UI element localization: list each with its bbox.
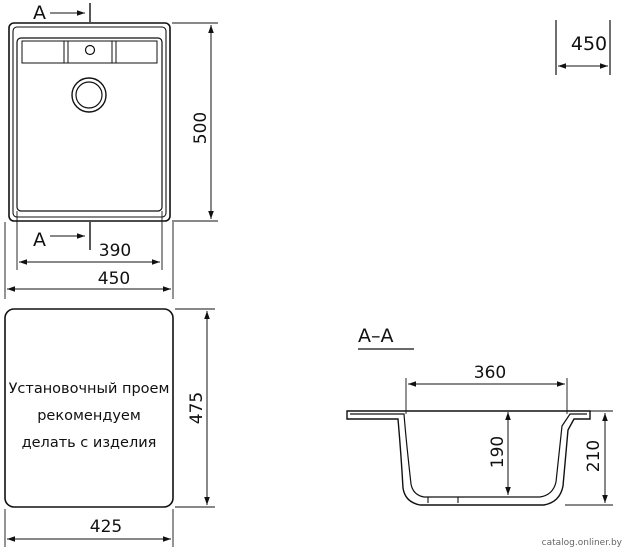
drain-inner-icon: [75, 81, 103, 109]
dimension-text-outer-width: 450: [98, 269, 130, 289]
faucet-hole-icon: [84, 44, 96, 56]
dimension-text-cutout-width: 425: [90, 517, 122, 537]
dimension-inner-width-390: 390: [16, 211, 163, 270]
dimension-depth-500: 500: [172, 22, 218, 222]
sink-deck-panel: [21, 40, 158, 64]
sink-section-inner-profile: [350, 413, 587, 498]
section-view: A–A: [346, 325, 591, 506]
dimension-text-cabinet: 450: [571, 33, 607, 55]
section-letter-bottom: A: [33, 229, 46, 251]
dimension-inner-depth-190: 190: [488, 412, 511, 495]
sink-top-view: [8, 22, 171, 222]
sink-outer-outline: [8, 22, 171, 222]
dimension-text-inner-depth: 190: [488, 436, 508, 468]
drain-outer-icon: [71, 77, 107, 113]
cutout-note-line-1: Установочный проем: [9, 381, 170, 397]
cutout-note-line-3: делать с изделия: [22, 435, 157, 451]
dimension-text-section-width: 360: [474, 363, 506, 383]
dimension-text-cutout-height: 475: [187, 392, 207, 424]
dimension-text-inner-width: 390: [99, 241, 131, 261]
sink-bowl-outline: [16, 37, 163, 212]
dimension-total-depth-210: 210: [565, 410, 613, 506]
dimension-cutout-height-475: 475: [175, 308, 215, 508]
cutout-note-line-2: рекомендуем: [37, 408, 141, 424]
dimension-text-depth: 500: [191, 112, 211, 144]
sink-rim-inner: [12, 26, 167, 218]
dimension-outer-width-450: 450: [4, 222, 174, 299]
cutout-view: Установочный проем рекомендуем делать с …: [4, 308, 174, 508]
sink-section-outer-profile: [346, 410, 591, 506]
section-marker-bottom: A: [33, 222, 91, 251]
section-title: A–A: [358, 325, 394, 347]
cutout-outline: [4, 308, 174, 508]
section-marker-top: A: [33, 2, 91, 24]
drain-flange: [427, 497, 459, 503]
section-letter-top: A: [33, 2, 46, 24]
watermark: catalog.onliner.by: [542, 538, 623, 548]
dimension-text-total-depth: 210: [584, 440, 604, 472]
cabinet-size-label: 450: [555, 20, 611, 75]
dimension-cutout-width-425: 425: [4, 509, 174, 547]
dimension-section-width-360: 360: [405, 363, 568, 414]
